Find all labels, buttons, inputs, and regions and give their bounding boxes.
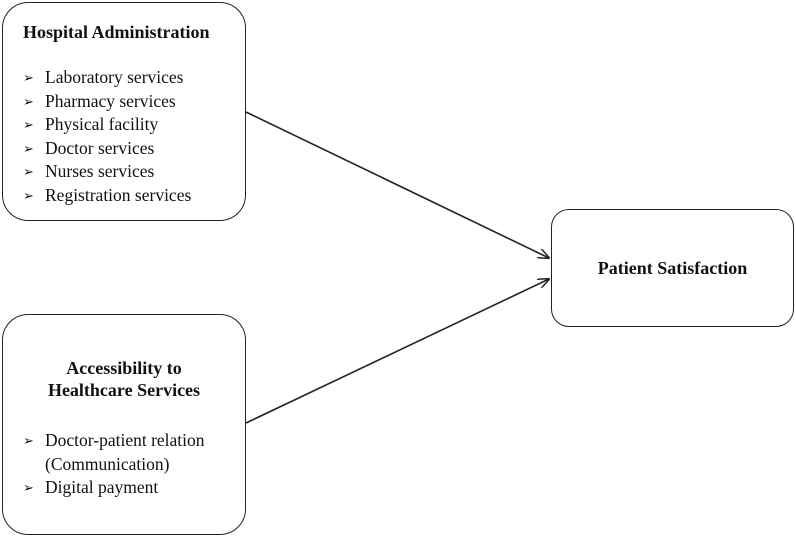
- arrow-hospital-to-satisfaction: [245, 111, 549, 258]
- list-item: ➢ Doctor services: [23, 137, 191, 161]
- hospital-administration-box: Hospital Administration ➢ Laboratory serv…: [2, 2, 246, 221]
- list-item-label: Doctor services: [45, 137, 155, 158]
- arrow-bullet-icon: ➢: [23, 70, 34, 85]
- accessibility-list: ➢ Doctor-patient relation (Communication…: [23, 429, 205, 500]
- accessibility-title-line2: Healthcare Services: [47, 380, 201, 400]
- list-item-label: Nurses services: [45, 161, 155, 181]
- list-item: ➢ Registration services: [23, 184, 191, 208]
- accessibility-title-line1: Accessibility to: [66, 358, 182, 378]
- arrow-bullet-icon: ➢: [23, 187, 34, 203]
- arrow-access-to-satisfaction: [245, 279, 549, 424]
- list-item-label: Physical facility: [45, 114, 159, 134]
- list-item: ➢ Pharmacy services: [23, 90, 191, 114]
- patient-satisfaction-box: Patient Satisfaction: [551, 209, 794, 327]
- list-item: ➢ Physical facility: [23, 113, 191, 137]
- list-item-label: Laboratory services: [45, 67, 184, 87]
- accessibility-title: Accessibility to Healthcare Services: [3, 357, 245, 401]
- list-item: ➢ Digital payment: [23, 476, 205, 500]
- arrow-bullet-icon: ➢: [23, 93, 34, 109]
- list-item: ➢ Doctor-patient relation (Communication…: [23, 429, 205, 476]
- list-item-label: Digital payment: [45, 477, 159, 497]
- arrow-bullet-icon: ➢: [23, 433, 34, 448]
- list-item-label: Pharmacy services: [45, 90, 176, 111]
- hospital-administration-title: Hospital Administration: [23, 22, 210, 42]
- list-item-label-continued: (Communication): [45, 453, 170, 474]
- list-item: ➢ Laboratory services: [23, 66, 191, 90]
- arrow-bullet-icon: ➢: [23, 117, 34, 132]
- arrow-bullet-icon: ➢: [23, 140, 34, 156]
- hospital-services-list: ➢Laboratory services ➢Pharmacy services …: [23, 66, 191, 207]
- patient-satisfaction-title: Patient Satisfaction: [597, 258, 748, 278]
- list-item: ➢ Nurses services: [23, 160, 191, 184]
- arrow-bullet-icon: ➢: [23, 164, 34, 179]
- accessibility-box: Accessibility to Healthcare Services ➢ D…: [2, 314, 246, 535]
- arrow-bullet-icon: ➢: [23, 480, 34, 495]
- list-item-label: Doctor-patient relation: [45, 430, 205, 450]
- list-item-label: Registration services: [45, 184, 192, 205]
- list-item-text: Doctor-patient relation (Communication): [45, 429, 205, 476]
